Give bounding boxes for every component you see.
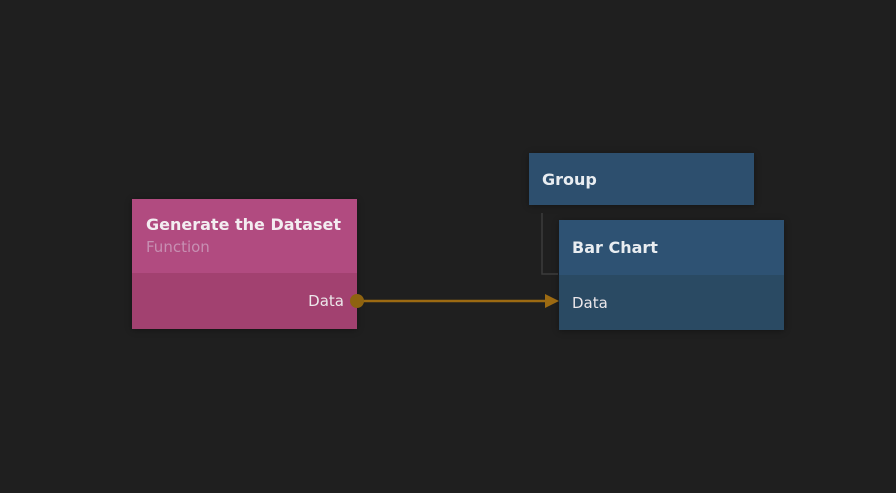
node-subtitle: Function [146, 238, 210, 256]
node-title: Generate the Dataset [146, 215, 341, 234]
node-bar-chart[interactable]: Bar Chart Data [559, 220, 784, 330]
node-body[interactable]: Data [132, 273, 357, 329]
node-generate-dataset[interactable]: Generate the Dataset Function Data [132, 199, 357, 329]
node-group[interactable]: Group [529, 153, 754, 205]
node-header[interactable]: Bar Chart [559, 220, 784, 275]
edge-arrowhead-icon [545, 294, 559, 308]
node-body[interactable]: Data [559, 275, 784, 330]
node-header[interactable]: Generate the Dataset Function [132, 199, 357, 273]
output-port-data-label[interactable]: Data [308, 292, 344, 310]
node-title: Group [542, 169, 597, 189]
node-title: Bar Chart [572, 238, 658, 257]
input-port-data-label[interactable]: Data [572, 293, 608, 312]
group-tree-connector [541, 213, 558, 275]
